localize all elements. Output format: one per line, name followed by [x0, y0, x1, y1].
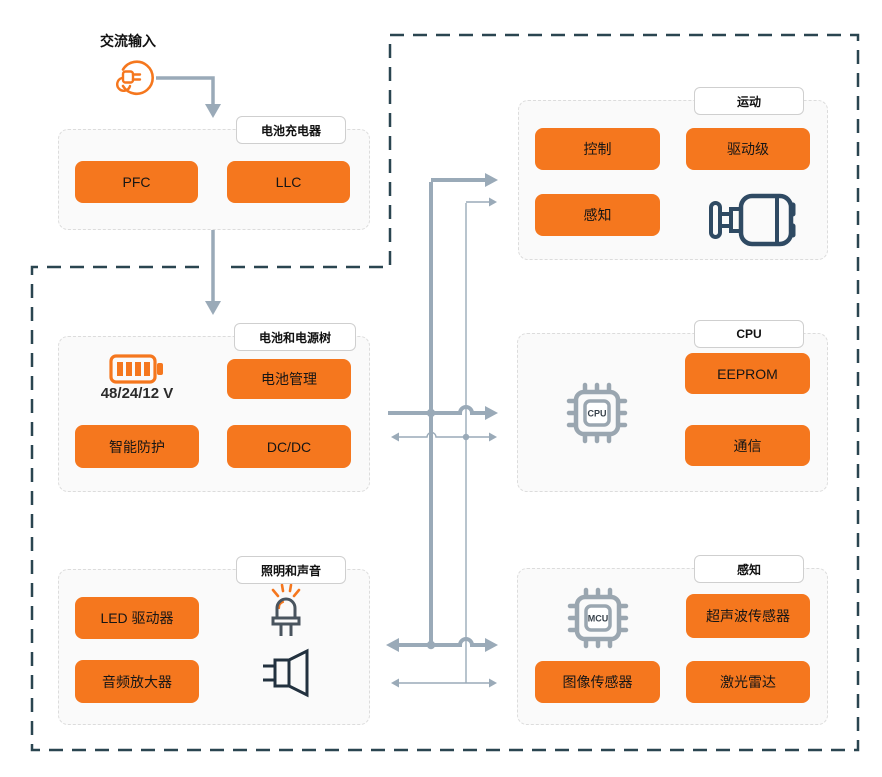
block-pfc[interactable]: PFC [75, 161, 198, 203]
block-motor-sensing[interactable]: 感知 [535, 194, 660, 236]
battery-icon [103, 351, 171, 387]
group-motion: 运动 控制 驱动级 感知 [518, 87, 828, 260]
power-plug-icon [112, 55, 156, 99]
system-boundary-dashed-outline [30, 33, 860, 752]
block-motor-control[interactable]: 控制 [535, 128, 660, 170]
group-battery-charger: 电池充电器 PFC LLC [58, 116, 370, 230]
power-bus-arrowheads [386, 173, 498, 652]
charger-arrowhead [205, 301, 221, 315]
group-label-battery-power-tree: 电池和电源树 [234, 323, 356, 351]
junction-dot [462, 433, 470, 441]
block-led-driver[interactable]: LED 驱动器 [75, 597, 199, 639]
group-label-lighting-sound: 照明和声音 [236, 556, 346, 584]
block-lidar[interactable]: 激光雷达 [686, 661, 810, 703]
group-label-motion: 运动 [694, 87, 804, 115]
block-llc[interactable]: LLC [227, 161, 350, 203]
motor-icon [705, 189, 801, 251]
block-smart-protection[interactable]: 智能防护 [75, 425, 199, 468]
group-sensing: 感知 MCU 超声波传感器 图像传感器 激光雷达 [517, 555, 828, 725]
block-drive-stage[interactable]: 驱动级 [686, 128, 810, 170]
battery-voltage-label: 48/24/12 V [100, 385, 174, 402]
ac-input-label: 交流输入 [100, 33, 156, 49]
block-image-sensor[interactable]: 图像传感器 [535, 661, 660, 703]
block-battery-management[interactable]: 电池管理 [227, 359, 351, 399]
ac-input-arrow [156, 76, 215, 104]
junction-dot [426, 640, 436, 650]
svg-text:CPU: CPU [587, 409, 606, 419]
junction-dot [426, 408, 436, 418]
power-bus [388, 178, 485, 647]
group-cpu: CPU CPU EEPROM 通信 [517, 320, 828, 492]
cpu-chip-icon: CPU [565, 381, 629, 445]
group-label-cpu: CPU [694, 320, 804, 348]
block-dcdc[interactable]: DC/DC [227, 425, 351, 468]
signal-bus-arrowheads [391, 197, 497, 688]
mcu-chip-icon: MCU [566, 586, 630, 650]
group-lighting-sound: 照明和声音 LED 驱动器 音频放大器 [58, 556, 370, 725]
block-eeprom[interactable]: EEPROM [685, 353, 810, 394]
ac-arrowhead [205, 104, 221, 118]
group-battery-power-tree: 电池和电源树 48/24/12 V 电池管理 智能防护 DC/DC [58, 323, 370, 492]
svg-text:MCU: MCU [588, 614, 609, 624]
group-label-battery-charger: 电池充电器 [236, 116, 346, 144]
block-ultrasonic-sensor[interactable]: 超声波传感器 [686, 594, 810, 638]
group-label-sensing: 感知 [694, 555, 804, 583]
block-audio-amplifier[interactable]: 音频放大器 [75, 660, 199, 703]
led-icon [263, 580, 309, 640]
signal-bus [399, 201, 489, 684]
block-communication[interactable]: 通信 [685, 425, 810, 466]
speaker-icon [259, 648, 315, 698]
